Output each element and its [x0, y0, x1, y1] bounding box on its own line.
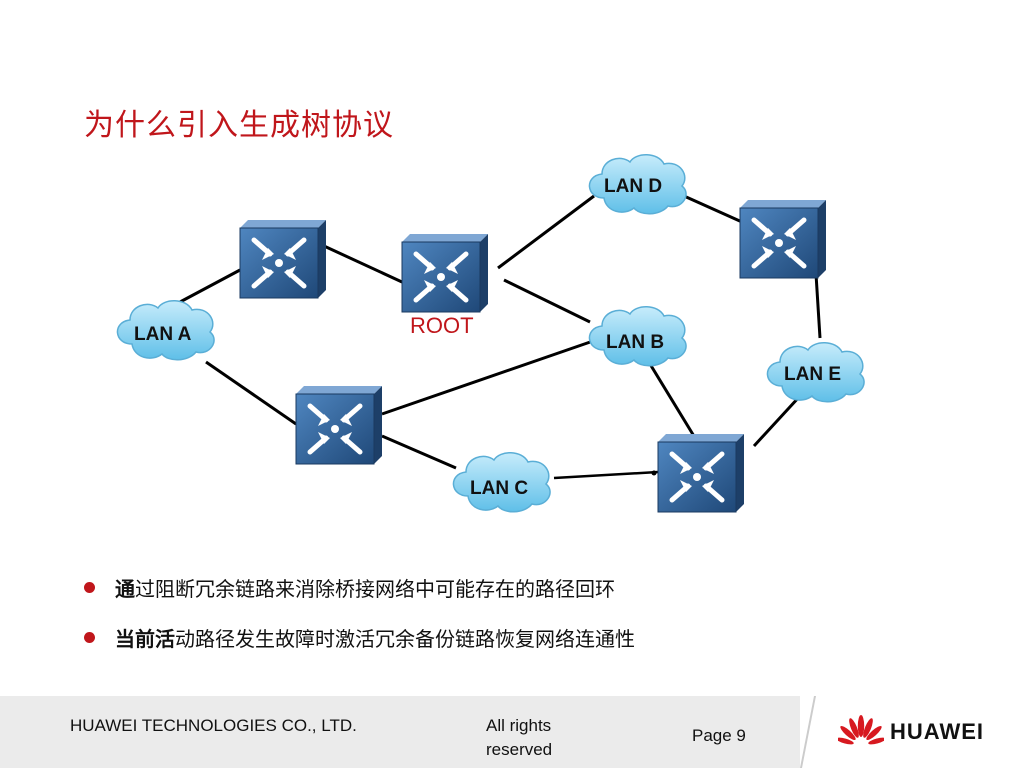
- page-number: Page 9: [692, 726, 746, 745]
- huawei-logo: HUAWEI: [838, 714, 984, 750]
- huawei-petal-icon: [838, 715, 884, 745]
- cloud-lan-c: LAN C: [452, 451, 551, 513]
- bullet-text: 动路径发生故障时激活冗余备份链路恢复网络连通性: [175, 626, 635, 651]
- footer-rights: All rights reserved: [486, 716, 553, 759]
- link-sw2-lanc: [381, 434, 457, 470]
- link-land-sw4: [683, 194, 743, 224]
- link-sw4-lane: [814, 273, 822, 339]
- slide-title: 为什么引入生成树协议: [84, 108, 394, 143]
- bullet-bold-text: 当前活: [115, 626, 175, 651]
- lan-a-label: LAN A: [134, 324, 192, 345]
- link-endpoint-dot: [651, 470, 657, 476]
- link-root-lanb: [503, 278, 591, 324]
- bullet-dot-icon: [84, 581, 95, 593]
- link-sw2-lanb: [381, 338, 597, 416]
- link-lanb-sw3: [648, 363, 702, 447]
- switch-root: [402, 234, 488, 312]
- link-lana-sw1: [179, 268, 241, 304]
- links: [179, 194, 822, 480]
- root-label: ROOT: [410, 313, 474, 338]
- link-lana-sw2: [205, 360, 297, 426]
- switch-3: [658, 434, 744, 512]
- bullet-item: 当前活动路径发生故障时激活冗余备份链路恢复网络连通性: [84, 612, 635, 662]
- lan-b-label: LAN B: [606, 332, 664, 353]
- lan-e-label: LAN E: [784, 364, 841, 385]
- link-sw1-root: [323, 244, 403, 284]
- switch-2: [296, 386, 382, 464]
- link-lanc-sw3: [553, 470, 659, 480]
- switch-4: [740, 200, 826, 278]
- logo-text: HUAWEI: [890, 719, 984, 744]
- footer-company: HUAWEI TECHNOLOGIES CO., LTD.: [70, 716, 357, 735]
- link-root-land: [497, 194, 595, 270]
- bullet-list: 通过阻断冗余链路来消除桥接网络中可能存在的路径回环 当前活动路径发生故障时激活冗…: [84, 562, 635, 662]
- footer-divider: [800, 696, 816, 768]
- lan-d-label: LAN D: [604, 176, 662, 197]
- cloud-lan-d: LAN D: [588, 153, 687, 215]
- cloud-lan-b: LAN B: [588, 305, 687, 367]
- lan-c-label: LAN C: [470, 478, 528, 499]
- footer-logo-area: [800, 696, 1024, 768]
- bullet-item: 通过阻断冗余链路来消除桥接网络中可能存在的路径回环: [84, 562, 635, 612]
- network-diagram: ROOT LAN A LAN B LAN C LAN D LAN E: [116, 153, 865, 700]
- cloud-lan-e: LAN E: [766, 341, 865, 403]
- switch-1: [240, 220, 326, 298]
- cloud-lan-a: LAN A: [116, 299, 215, 361]
- footer-bar: HUAWEI TECHNOLOGIES CO., LTD. All rights…: [0, 696, 1024, 768]
- bullet-bold-text: 通: [115, 576, 135, 601]
- bullet-dot-icon: [84, 631, 95, 643]
- link-lane-sw3: [752, 394, 802, 448]
- bullet-text: 过阻断冗余链路来消除桥接网络中可能存在的路径回环: [135, 576, 615, 601]
